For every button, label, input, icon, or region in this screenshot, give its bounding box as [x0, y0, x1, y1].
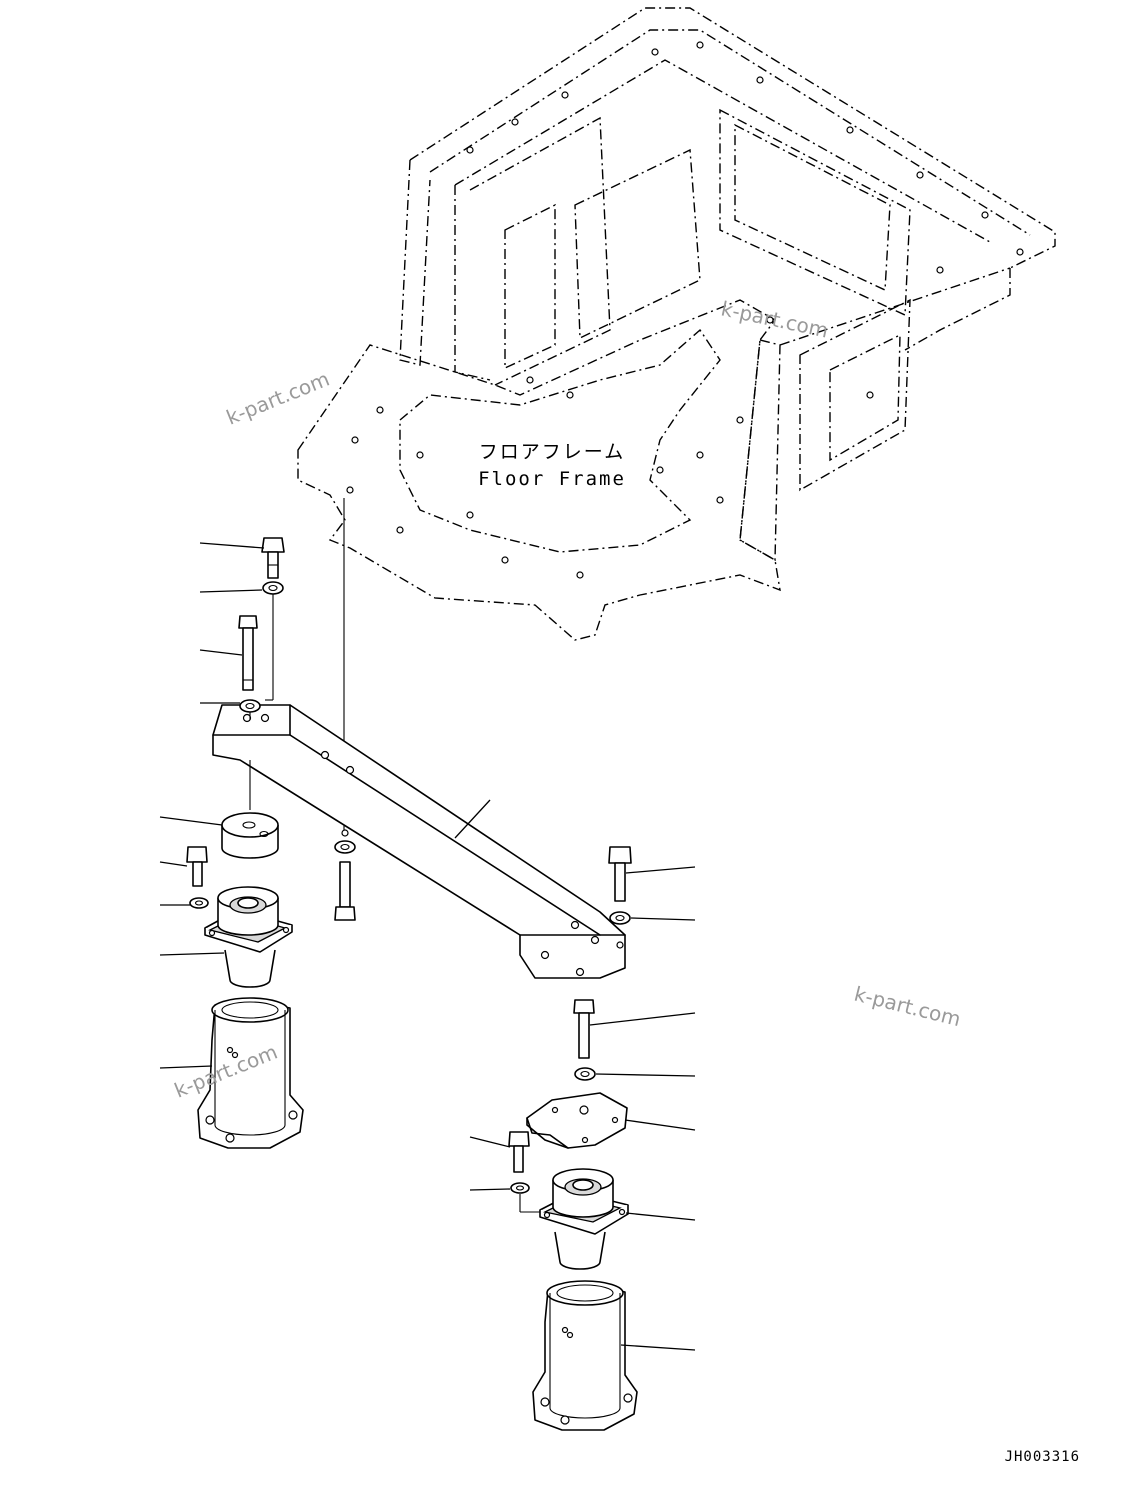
washer-center	[334, 840, 356, 854]
bolt-center	[334, 861, 356, 921]
washer-5	[574, 1067, 596, 1081]
washer-2	[239, 699, 261, 713]
watermark-1: k-part.com	[223, 367, 333, 430]
leader-bolt-small-2	[469, 1136, 511, 1148]
bracket-1	[197, 997, 304, 1149]
crossbeam	[212, 704, 626, 979]
floor-frame-label-en: Floor Frame	[478, 468, 626, 490]
leader-crossbeam	[454, 799, 491, 839]
drawing-code: JH003316	[1005, 1449, 1080, 1465]
leader-cushion-mount-1	[159, 952, 225, 956]
leader-cushion-spacer	[159, 816, 223, 826]
leader-bolt-small-1	[159, 861, 188, 867]
floor-frame-label-jp: フロアフレーム	[479, 441, 625, 463]
leader-bracket-2	[620, 1344, 696, 1351]
leader-bolt-long-2	[589, 1012, 696, 1026]
leader-cushion-mount-2	[625, 1212, 696, 1221]
watermark-2: k-part.com	[719, 296, 831, 342]
leader-washer-5	[595, 1073, 696, 1077]
washer-4	[609, 911, 631, 925]
leader-bolt-short-1	[199, 542, 265, 549]
bolt-small-2	[508, 1131, 530, 1173]
cushion-mount-2	[539, 1168, 629, 1270]
floor-frame-label: フロアフレーム Floor Frame	[478, 441, 626, 490]
bolt-short-2	[608, 846, 632, 902]
bolt-short-1	[261, 537, 285, 579]
bolt-small-1	[186, 846, 208, 887]
bolt-long-2	[573, 999, 595, 1059]
bolt-long-1	[238, 615, 258, 691]
washer-3	[189, 897, 209, 909]
watermark-3: k-part.com	[852, 982, 963, 1032]
washer-6	[510, 1182, 530, 1194]
cushion-spacer	[221, 812, 279, 859]
plate	[526, 1092, 628, 1149]
floor-frame	[297, 7, 1056, 641]
cushion-mount-1	[204, 886, 293, 988]
leader-washer-1	[199, 589, 263, 593]
leader-plate	[624, 1119, 696, 1131]
washer-1	[262, 581, 284, 595]
leader-bolt-short-2	[625, 866, 696, 874]
bracket-2	[532, 1280, 638, 1431]
leader-bolt-long-1	[199, 649, 243, 656]
leader-washer-6	[469, 1188, 511, 1191]
leader-washer-4	[630, 917, 696, 921]
leader-bracket-1	[159, 1065, 213, 1069]
